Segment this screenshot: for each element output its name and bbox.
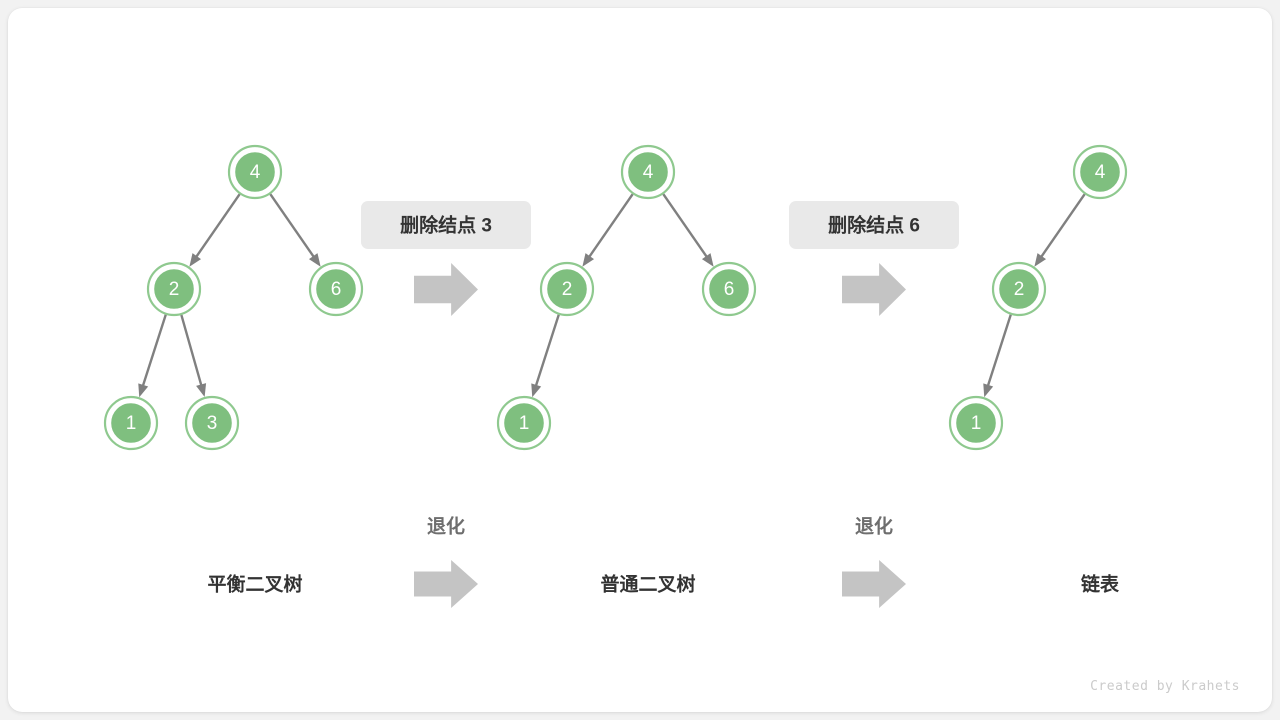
tree-edge [189, 193, 241, 267]
nodes-layer: 4 2 6 1 3 4 2 6 1 4 2 1 [103, 144, 1128, 451]
degenerate-label: 退化 [855, 515, 893, 538]
tree-edge [662, 193, 714, 267]
node-value: 4 [643, 162, 654, 183]
tree-edge [582, 193, 634, 267]
tree-edge [1034, 193, 1086, 267]
tree-edge [138, 314, 167, 398]
degenerate-arrow-icon [414, 560, 478, 608]
node-value: 2 [562, 279, 573, 300]
tree-caption: 链表 [1081, 573, 1120, 596]
node-value: 1 [519, 413, 530, 434]
tree-edge [983, 314, 1012, 398]
node-value: 1 [126, 413, 137, 434]
tree-node[interactable]: 1 [103, 395, 159, 451]
tree-caption: 普通二叉树 [600, 573, 695, 596]
tree-node[interactable]: 2 [539, 261, 595, 317]
operation-chip[interactable]: 删除结点 3 [361, 201, 531, 249]
operation-chip-label: 删除结点 6 [828, 214, 920, 237]
degenerate-label: 退化 [427, 515, 465, 538]
node-value: 2 [1014, 279, 1025, 300]
node-value: 3 [207, 413, 218, 434]
tree-edge [180, 314, 207, 398]
transition-arrow-icon [414, 263, 478, 316]
node-value: 1 [971, 413, 982, 434]
tree-node[interactable]: 3 [184, 395, 240, 451]
bst-degeneration-diagram: 4 2 6 1 3 4 2 6 1 4 2 1 删除结点 3 退化 删除结点 6 退化 平衡二叉树 普通二叉树… [103, 144, 1128, 608]
node-value: 6 [331, 279, 342, 300]
tree-node[interactable]: 2 [146, 261, 202, 317]
tree-caption: 平衡二叉树 [207, 573, 302, 596]
degenerate-arrow-icon [842, 560, 906, 608]
tree-node[interactable]: 1 [948, 395, 1004, 451]
edges-layer [138, 193, 1086, 398]
tree-node[interactable]: 4 [227, 144, 283, 200]
node-value: 4 [250, 162, 261, 183]
node-value: 4 [1095, 162, 1106, 183]
captions-layer: 平衡二叉树 普通二叉树 链表 [207, 573, 1120, 596]
operation-chip-label: 删除结点 3 [400, 214, 492, 237]
tree-node[interactable]: 2 [991, 261, 1047, 317]
transition-arrow-icon [842, 263, 906, 316]
watermark-credit: Created by Krahets [1090, 679, 1240, 694]
tree-edge [531, 314, 560, 398]
operation-chip[interactable]: 删除结点 6 [789, 201, 959, 249]
diagram-card: 4 2 6 1 3 4 2 6 1 4 2 1 删除结点 3 退化 删除结点 6 退化 平衡二叉树 普通二叉树… [8, 8, 1272, 712]
transitions-layer: 删除结点 3 退化 删除结点 6 退化 [361, 201, 959, 608]
node-value: 2 [169, 279, 180, 300]
transition-group: 删除结点 6 退化 [789, 201, 959, 608]
tree-node[interactable]: 6 [308, 261, 364, 317]
node-value: 6 [724, 279, 735, 300]
transition-group: 删除结点 3 退化 [361, 201, 531, 608]
tree-node[interactable]: 4 [620, 144, 676, 200]
tree-node[interactable]: 4 [1072, 144, 1128, 200]
tree-edge [269, 193, 321, 267]
tree-node[interactable]: 1 [496, 395, 552, 451]
tree-node[interactable]: 6 [701, 261, 757, 317]
